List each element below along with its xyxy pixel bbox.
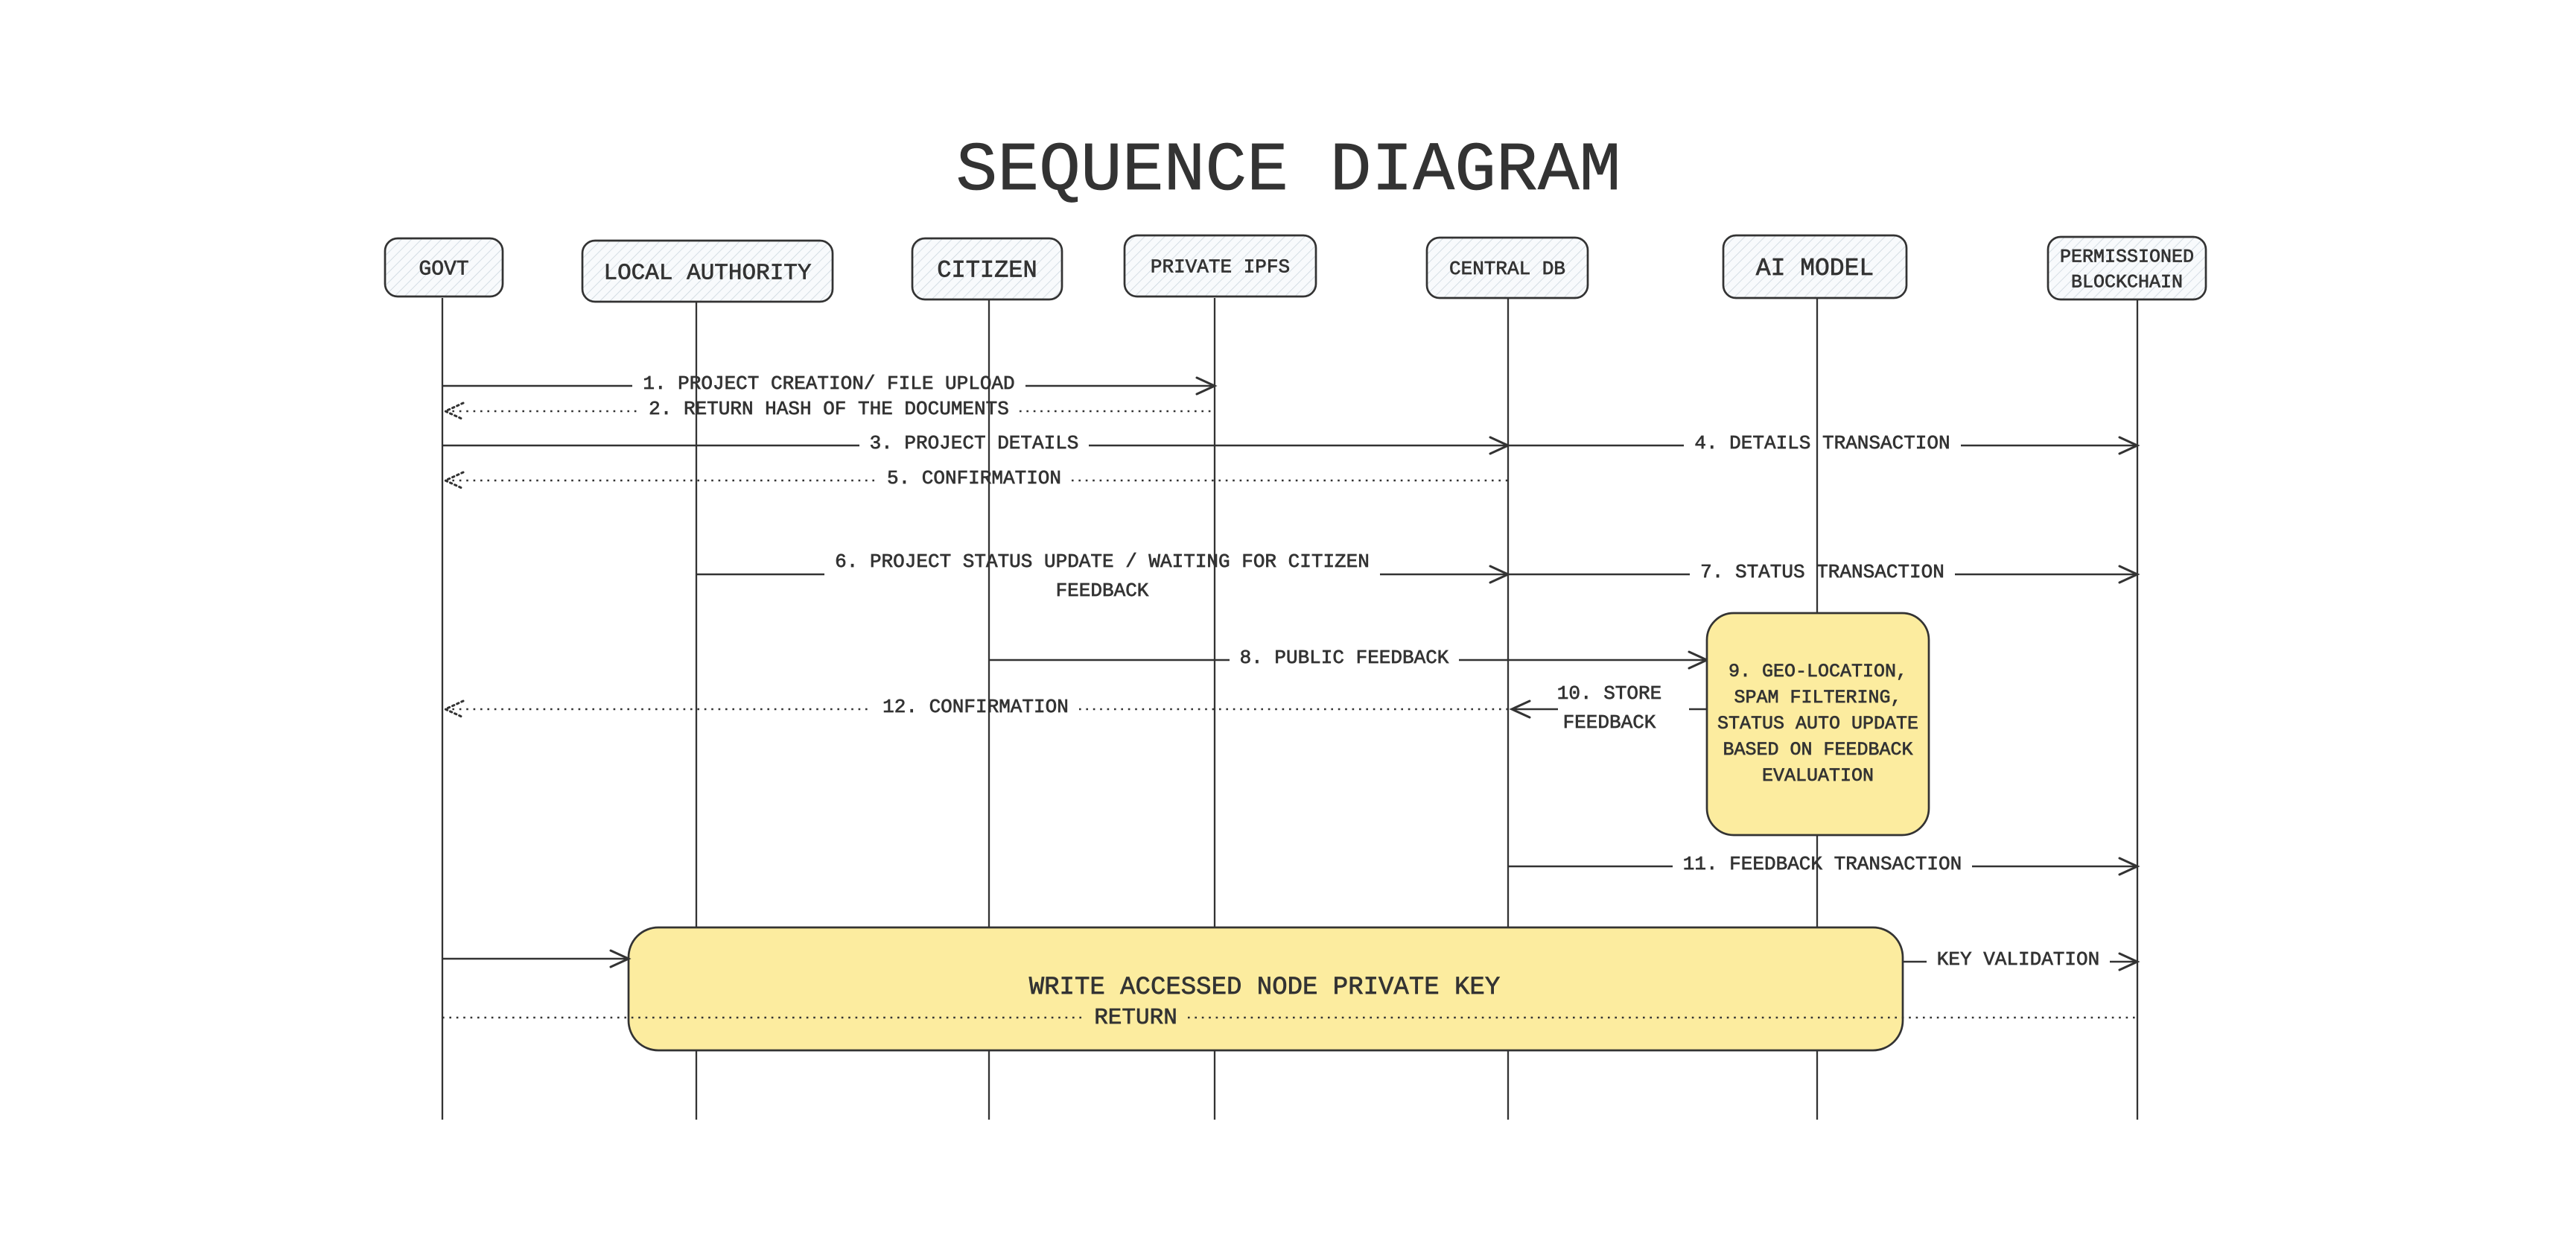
svg-text:AI MODEL: AI MODEL	[1756, 255, 1874, 282]
svg-text:RETURN: RETURN	[1094, 1005, 1177, 1031]
svg-text:KEY VALIDATION: KEY VALIDATION	[1937, 948, 2099, 971]
svg-text:4. DETAILS TRANSACTION: 4. DETAILS TRANSACTION	[1694, 432, 1950, 454]
svg-text:PERMISSIONED: PERMISSIONED	[2060, 246, 2194, 267]
svg-text:8. PUBLIC FEEDBACK: 8. PUBLIC FEEDBACK	[1240, 647, 1449, 669]
svg-text:12. CONFIRMATION: 12. CONFIRMATION	[882, 696, 1069, 718]
svg-text:EVALUATION: EVALUATION	[1762, 765, 1874, 787]
svg-text:11. FEEDBACK TRANSACTION: 11. FEEDBACK TRANSACTION	[1683, 853, 1962, 875]
svg-text:3. PROJECT DETAILS: 3. PROJECT DETAILS	[870, 432, 1079, 454]
svg-text:BASED ON FEEDBACK: BASED ON FEEDBACK	[1723, 739, 1912, 761]
svg-text:1. PROJECT CREATION/ FILE UPLO: 1. PROJECT CREATION/ FILE UPLOAD	[643, 372, 1014, 395]
svg-text:SPAM FILTERING,: SPAM FILTERING,	[1734, 687, 1901, 708]
svg-text:5. CONFIRMATION: 5. CONFIRMATION	[887, 467, 1061, 489]
svg-text:FEEDBACK: FEEDBACK	[1056, 580, 1149, 602]
svg-text:CITIZEN: CITIZEN	[937, 257, 1037, 285]
svg-text:FEEDBACK: FEEDBACK	[1563, 711, 1656, 734]
svg-text:9. GEO-LOCATION,: 9. GEO-LOCATION,	[1729, 661, 1907, 682]
svg-text:STATUS AUTO UPDATE: STATUS AUTO UPDATE	[1717, 713, 1918, 735]
svg-text:7. STATUS TRANSACTION: 7. STATUS TRANSACTION	[1700, 561, 1944, 583]
svg-text:PRIVATE IPFS: PRIVATE IPFS	[1151, 256, 1290, 279]
svg-text:CENTRAL DB: CENTRAL DB	[1449, 258, 1565, 280]
svg-text:SEQUENCE DIAGRAM: SEQUENCE DIAGRAM	[956, 132, 1621, 210]
svg-text:BLOCKCHAIN: BLOCKCHAIN	[2071, 271, 2183, 293]
svg-text:WRITE ACCESSED NODE PRIVATE KE: WRITE ACCESSED NODE PRIVATE KEY	[1029, 974, 1501, 1002]
svg-text:GOVT: GOVT	[419, 258, 468, 281]
svg-text:6. PROJECT STATUS UPDATE / WAI: 6. PROJECT STATUS UPDATE / WAITING FOR C…	[835, 551, 1370, 573]
svg-text:10. STORE: 10. STORE	[1557, 682, 1661, 705]
svg-text:2. RETURN HASH OF THE DOCUMENT: 2. RETURN HASH OF THE DOCUMENTS	[649, 398, 1009, 420]
svg-text:LOCAL AUTHORITY: LOCAL AUTHORITY	[603, 260, 811, 286]
